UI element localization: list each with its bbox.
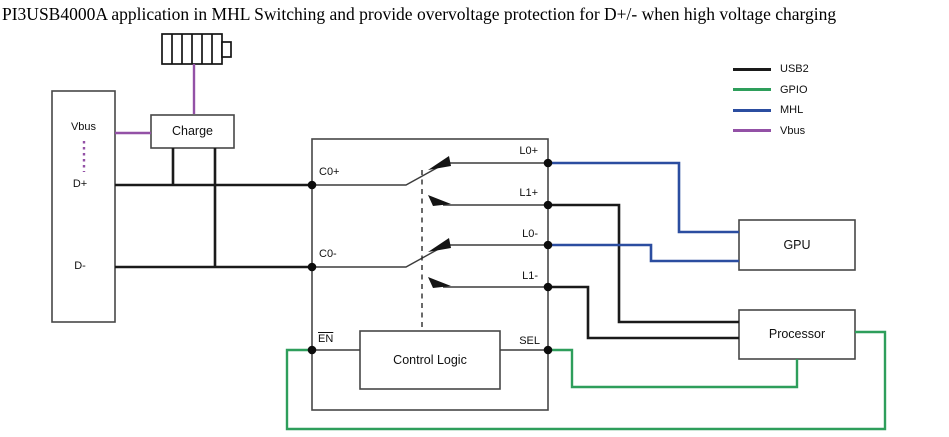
- pin-en: [307, 345, 317, 355]
- wire-l0plus-gpu: [548, 161, 739, 234]
- legend-item-usb2: USB2: [733, 63, 809, 75]
- legend-item-gpio: GPIO: [733, 84, 809, 96]
- pin-l1minus: [543, 282, 553, 292]
- gpu-box: [738, 219, 856, 271]
- control-logic-box: [359, 330, 501, 390]
- d-plus-label: D+: [72, 178, 88, 190]
- contact-arrow-l1plus: [428, 195, 451, 206]
- diagram-title: PI3USB4000A application in MHL Switching…: [2, 4, 837, 24]
- processor-label: Processor: [768, 327, 826, 341]
- vbus-label: Vbus: [70, 121, 97, 133]
- sel-label: SEL: [519, 335, 540, 347]
- c0-plus-label: C0+: [319, 166, 340, 178]
- charge-label: Charge: [172, 124, 213, 138]
- pin-c0minus: [307, 262, 317, 272]
- l0-plus-label: L0+: [519, 145, 538, 157]
- l0-minus-label: L0-: [522, 228, 538, 240]
- battery-icon: [161, 33, 232, 65]
- legend-swatch-usb2: [733, 67, 771, 71]
- contact-arrow-l0plus: [428, 156, 451, 170]
- wire-l0minus-gpu: [548, 243, 739, 263]
- legend-item-vbus: Vbus: [733, 125, 809, 137]
- legend-item-mhl: MHL: [733, 104, 809, 116]
- wire-l1plus-processor: [548, 203, 739, 324]
- legend-swatch-vbus: [733, 129, 771, 132]
- legend-label-vbus: Vbus: [780, 124, 806, 137]
- legend-label-gpio: GPIO: [780, 83, 808, 96]
- d-minus-label: D-: [74, 260, 86, 272]
- wire-c0minus-lever: [312, 245, 445, 268]
- legend-swatch-gpio: [733, 88, 771, 91]
- contact-arrow-l0minus: [428, 238, 451, 252]
- contact-arrow-l1minus: [428, 277, 451, 288]
- gpu-label: GPU: [783, 237, 811, 252]
- legend-label-mhl: MHL: [780, 104, 804, 116]
- wire-c0plus-lever: [312, 163, 445, 186]
- charge-box: [150, 114, 235, 149]
- legend-label-usb2: USB2: [780, 63, 809, 75]
- wire-l1minus-processor: [548, 285, 739, 340]
- pin-l1plus: [543, 200, 553, 210]
- c0-minus-label: C0-: [319, 248, 337, 260]
- pin-c0plus: [307, 180, 317, 190]
- legend: USB2 GPIO MHL Vbus: [733, 63, 809, 145]
- wire-sel-processor: [548, 348, 799, 389]
- en-label: EN: [318, 333, 334, 345]
- l1-plus-label: L1+: [519, 187, 538, 199]
- usb-connector-box: [51, 90, 116, 323]
- pin-l0minus: [543, 240, 553, 250]
- pin-sel: [543, 345, 553, 355]
- wire-en-processor: [285, 330, 887, 431]
- control-logic-label: Control Logic: [393, 352, 467, 367]
- l1-minus-label: L1-: [522, 270, 538, 282]
- legend-swatch-mhl: [733, 108, 771, 112]
- processor-box: [738, 309, 856, 360]
- pin-l0plus: [543, 158, 553, 168]
